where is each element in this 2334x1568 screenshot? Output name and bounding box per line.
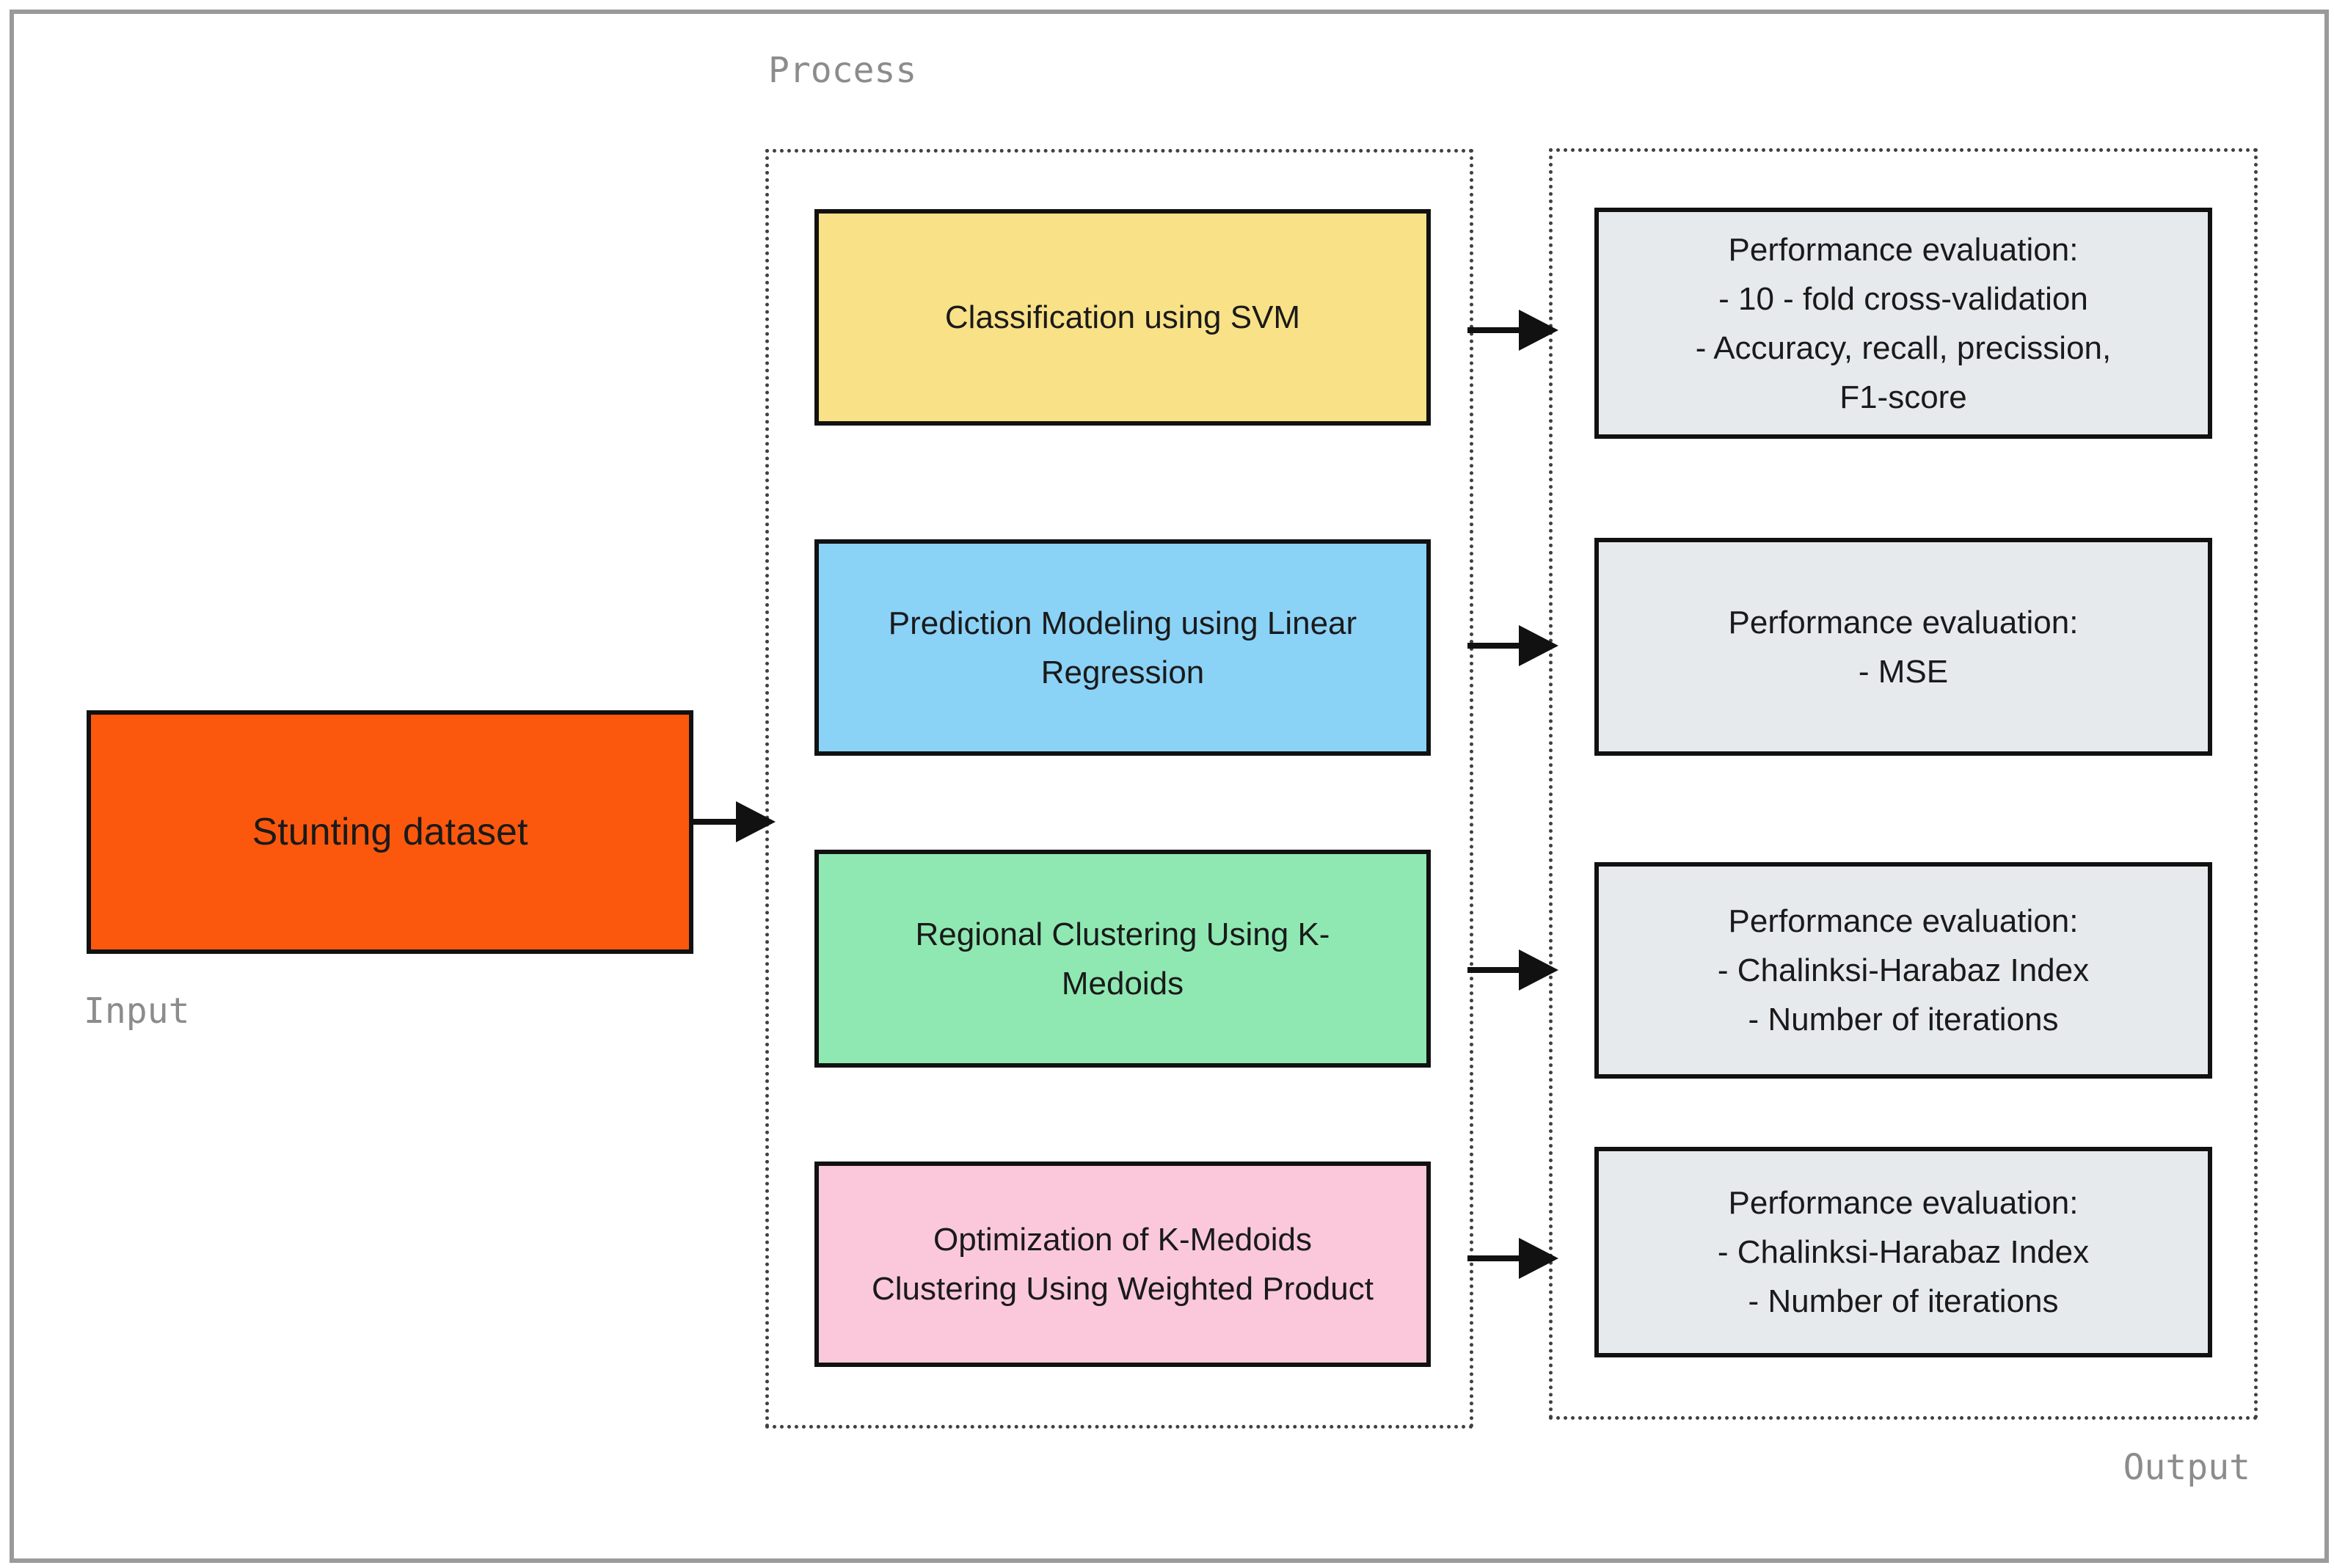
process-box-text: Optimization of K-Medoids Clustering Usi… [872,1222,1374,1307]
arrow-clustering-to-evaluation [1467,967,1519,973]
process-box-text: Regional Clustering Using K- Medoids [915,916,1330,1002]
figure-frame [10,10,2329,1563]
process-box-kmedoids-clustering: Regional Clustering Using K- Medoids [814,850,1431,1068]
process-dotted-container [765,149,1473,1429]
process-box-svm-classification: Classification using SVM [814,209,1431,426]
output-dotted-container [1549,148,2258,1420]
output-box-svm-evaluation: Performance evaluation: - 10 - fold cros… [1594,208,2212,439]
process-box-text: Classification using SVM [944,299,1301,335]
input-box-stunting-dataset: Stunting dataset [87,710,693,954]
arrow-regression-to-evaluation [1467,643,1519,649]
input-box-text: Stunting dataset [252,811,528,853]
arrow-input-to-process [693,819,736,825]
output-box-clustering-evaluation: Performance evaluation: - Chalinksi-Hara… [1594,862,2212,1079]
output-box-regression-evaluation: Performance evaluation: - MSE [1594,538,2212,756]
output-box-text: Performance evaluation: - 10 - fold cros… [1695,231,2112,415]
process-box-text: Prediction Modeling using Linear Regress… [888,605,1357,690]
arrow-svm-to-evaluation [1467,327,1519,333]
output-box-text: Performance evaluation: - Chalinksi-Hara… [1717,1185,2090,1319]
output-box-text: Performance evaluation: - Chalinksi-Hara… [1717,903,2090,1038]
process-box-linear-regression: Prediction Modeling using Linear Regress… [814,539,1431,756]
arrow-optimization-to-evaluation [1467,1255,1519,1261]
input-zone-label: Input [84,991,190,1032]
output-zone-label: Output [2123,1447,2250,1488]
output-box-text: Performance evaluation: - MSE [1728,604,2079,690]
output-box-optimization-evaluation: Performance evaluation: - Chalinksi-Hara… [1594,1147,2212,1357]
process-zone-label: Process [768,50,917,91]
process-box-weighted-product-optimization: Optimization of K-Medoids Clustering Usi… [814,1162,1431,1367]
